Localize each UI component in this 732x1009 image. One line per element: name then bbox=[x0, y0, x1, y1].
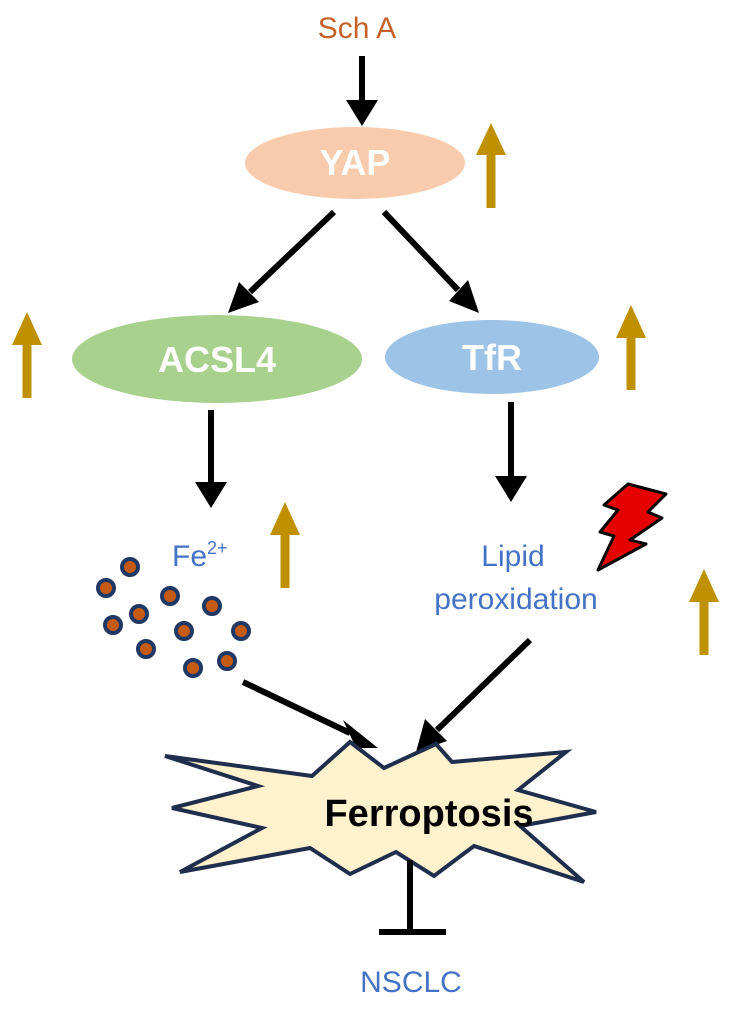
tfr-label: TfR bbox=[462, 337, 522, 378]
yap-label: YAP bbox=[320, 142, 391, 183]
arrow-tfr-to-lipid bbox=[495, 402, 527, 502]
acsl4-node: ACSL4 bbox=[72, 315, 362, 403]
inhibition-bar bbox=[379, 860, 446, 935]
arrow-yap-to-tfr bbox=[381, 209, 479, 313]
drug-label: Sch A bbox=[318, 12, 396, 45]
up-regulation-arrow-icon bbox=[476, 123, 506, 208]
arrow-drug-to-yap bbox=[346, 56, 378, 126]
tfr-node: TfR bbox=[385, 320, 599, 394]
iron-label: Fe2+ bbox=[172, 538, 228, 573]
up-regulation-arrow-icon bbox=[689, 569, 719, 655]
iron-symbol: Fe bbox=[172, 540, 207, 573]
ferroptosis-burst: Ferroptosis bbox=[164, 739, 597, 884]
iron-particle-icon bbox=[96, 557, 251, 678]
yap-node: YAP bbox=[245, 127, 465, 199]
arrow-iron-to-ferroptosis bbox=[241, 679, 378, 748]
up-regulation-arrow-icon bbox=[616, 305, 646, 390]
acsl4-label: ACSL4 bbox=[158, 339, 276, 380]
lightning-bolt-icon bbox=[596, 482, 668, 572]
nsclc-label: NSCLC bbox=[360, 966, 462, 999]
arrow-lipid-to-ferroptosis bbox=[416, 637, 533, 752]
up-regulation-arrow-icon bbox=[12, 312, 42, 398]
up-regulation-arrow-icon bbox=[270, 502, 300, 588]
arrow-yap-to-acsl4 bbox=[228, 209, 337, 313]
lipid-label-line2: peroxidation bbox=[434, 583, 597, 616]
iron-charge: 2+ bbox=[207, 538, 228, 558]
arrow-acsl4-to-iron bbox=[195, 410, 227, 508]
lipid-label-line1: Lipid bbox=[481, 540, 544, 573]
ferroptosis-label: Ferroptosis bbox=[324, 793, 533, 835]
